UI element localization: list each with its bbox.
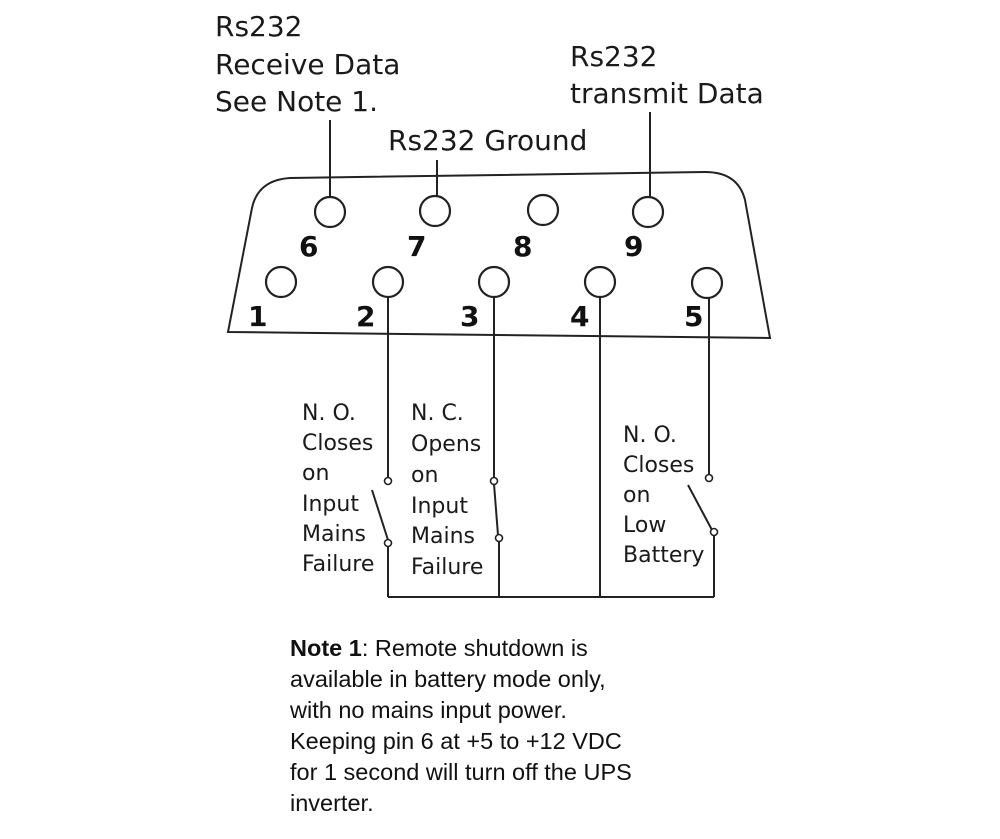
rx-label-line-2: Receive Data xyxy=(215,48,400,81)
pin-5-number: 5 xyxy=(684,300,703,333)
pin-4-contact xyxy=(583,265,617,299)
note-text-1: : Remote shutdown is xyxy=(361,635,588,661)
note-line-6: inverter. xyxy=(290,790,374,816)
pin-6-contact xyxy=(313,195,347,229)
pin-3-switch-blade xyxy=(493,483,499,536)
pin-2-contact xyxy=(371,265,405,299)
pin-5-contact xyxy=(690,266,724,300)
pin-1-number: 1 xyxy=(248,300,267,333)
pin-8-number: 8 xyxy=(513,230,532,263)
pin-3-switch-label-4: Input xyxy=(411,494,468,519)
note-line-4: Keeping pin 6 at +5 to +12 VDC xyxy=(290,728,622,754)
pin-2-switch-label-1: N. O. xyxy=(302,401,356,426)
rx-label-line-1: Rs232 xyxy=(215,10,303,43)
pin-5-switch-contact-bottom xyxy=(709,527,719,537)
pin-7-number: 7 xyxy=(407,230,426,263)
pin-3-switch-label-2: Opens xyxy=(411,432,481,457)
note-heading: Note 1 xyxy=(290,635,362,661)
pin-5-switch-blade xyxy=(687,484,713,531)
pin-9-contact xyxy=(631,195,665,229)
pin-8-contact xyxy=(526,193,560,227)
pin-3-switch-contact-top xyxy=(489,476,499,486)
pin-2-switch-label-3: on xyxy=(302,461,329,486)
pin-9-number: 9 xyxy=(624,230,643,263)
rx-label-line-3: See Note 1. xyxy=(215,85,378,118)
pin-2-switch-label-4: Input xyxy=(302,492,359,517)
tx-label-line-1: Rs232 xyxy=(570,40,658,73)
db9-connector-shell xyxy=(226,170,772,340)
pin-3-switch-label-5: Mains xyxy=(411,524,475,549)
note-line-5: for 1 second will turn off the UPS xyxy=(290,759,632,785)
note-line-3: with no mains input power. xyxy=(290,697,567,723)
pin-5-switch-label-3: on xyxy=(623,483,650,508)
pin-2-switch-contact-top xyxy=(383,476,393,486)
pin-2-switch-blade xyxy=(371,489,389,541)
pin-5-switch-label-2: Closes xyxy=(623,453,694,478)
pin-7-contact xyxy=(418,194,452,228)
pin-2-switch-label-5: Mains xyxy=(302,522,366,547)
pin-3-switch-contact-bottom xyxy=(494,533,504,543)
pin-4-number: 4 xyxy=(570,300,589,333)
note-1-block: Note 1: Remote shutdown is available in … xyxy=(290,633,730,819)
ground-label: Rs232 Ground xyxy=(388,124,587,157)
pin-3-number: 3 xyxy=(460,300,479,333)
pin-3-switch-label-3: on xyxy=(411,463,438,488)
pin-2-switch-contact-bottom xyxy=(383,538,393,548)
pin-2-switch-label-6: Failure xyxy=(302,552,374,577)
pin-3-switch-label-6: Failure xyxy=(411,555,483,580)
pin-5-switch-contact-top xyxy=(704,473,714,483)
pin-5-switch-label-4: Low xyxy=(623,513,666,538)
pin-3-contact xyxy=(477,265,511,299)
pin-2-number: 2 xyxy=(356,300,375,333)
pin-2-switch-label-2: Closes xyxy=(302,431,373,456)
pin-5-switch-label-1: N. O. xyxy=(623,423,677,448)
pin-3-switch-label-1: N. C. xyxy=(411,401,464,426)
note-line-1: Note 1: Remote shutdown is xyxy=(290,633,730,664)
tx-label-line-2: transmit Data xyxy=(570,77,764,110)
pin-6-number: 6 xyxy=(299,230,318,263)
pin-5-switch-label-5: Battery xyxy=(623,543,704,568)
note-line-2: available in battery mode only, xyxy=(290,666,606,692)
pin-1-contact xyxy=(264,265,298,299)
